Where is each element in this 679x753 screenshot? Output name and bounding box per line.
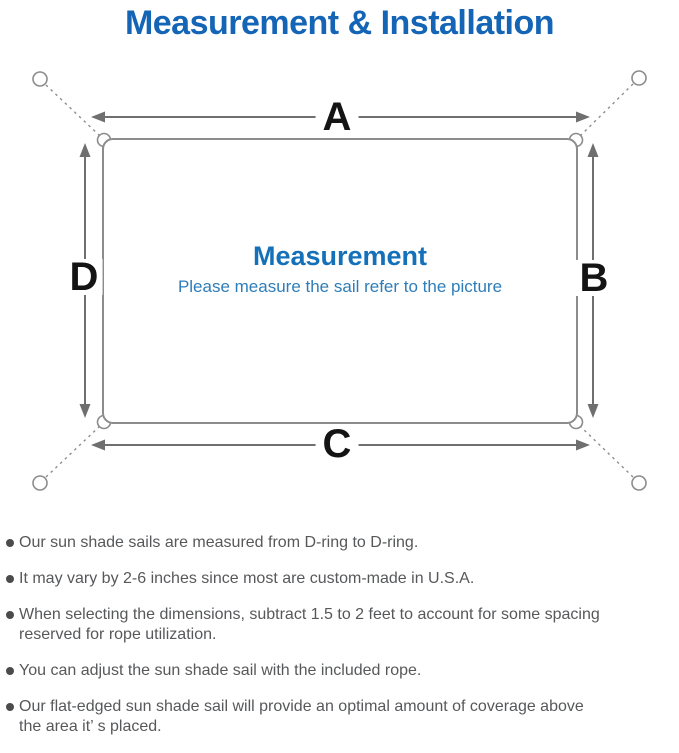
rope-line-bottom-left xyxy=(45,425,101,478)
anchor-ring-bottom-right-icon xyxy=(631,475,647,491)
dimension-label-d: D xyxy=(65,257,103,297)
notes-list: Our sun shade sails are measured from D-… xyxy=(6,533,672,753)
bullet-dot-icon xyxy=(6,703,14,711)
note-item: It may vary by 2-6 inches since most are… xyxy=(6,569,672,589)
bullet-dot-icon xyxy=(6,611,14,619)
page-title: Measurement & Installation xyxy=(124,4,555,42)
anchor-ring-top-left-icon xyxy=(32,71,48,87)
note-item: Our sun shade sails are measured from D-… xyxy=(6,533,672,553)
dimension-label-a: A xyxy=(315,97,359,137)
note-text: It may vary by 2-6 inches since most are… xyxy=(19,570,475,587)
rope-line-top-right xyxy=(579,83,634,137)
anchor-ring-top-right-icon xyxy=(631,70,647,86)
bullet-dot-icon xyxy=(6,575,14,583)
note-item: When selecting the dimensions, subtract … xyxy=(6,605,672,645)
note-item: Our flat-edged sun shade sail will provi… xyxy=(6,697,672,737)
note-text: reserved for rope utilization. xyxy=(19,626,217,643)
note-text: You can adjust the sun shade sail with t… xyxy=(19,662,422,679)
measurement-subtitle: Please measure the sail refer to the pic… xyxy=(177,277,503,296)
note-text: Our flat-edged sun shade sail will provi… xyxy=(19,698,584,715)
note-text: the area it’ s placed. xyxy=(19,718,162,735)
bullet-dot-icon xyxy=(6,667,14,675)
bullet-dot-icon xyxy=(6,539,14,547)
measurement-heading: Measurement xyxy=(252,241,428,271)
dimension-label-b: B xyxy=(575,258,613,298)
note-item: You can adjust the sun shade sail with t… xyxy=(6,661,672,681)
rope-line-bottom-right xyxy=(579,425,634,478)
anchor-ring-bottom-left-icon xyxy=(32,475,48,491)
note-text: When selecting the dimensions, subtract … xyxy=(19,606,600,623)
dimension-label-c: C xyxy=(315,424,359,464)
rope-line-top-left xyxy=(45,84,101,137)
note-text: Our sun shade sails are measured from D-… xyxy=(19,534,419,551)
